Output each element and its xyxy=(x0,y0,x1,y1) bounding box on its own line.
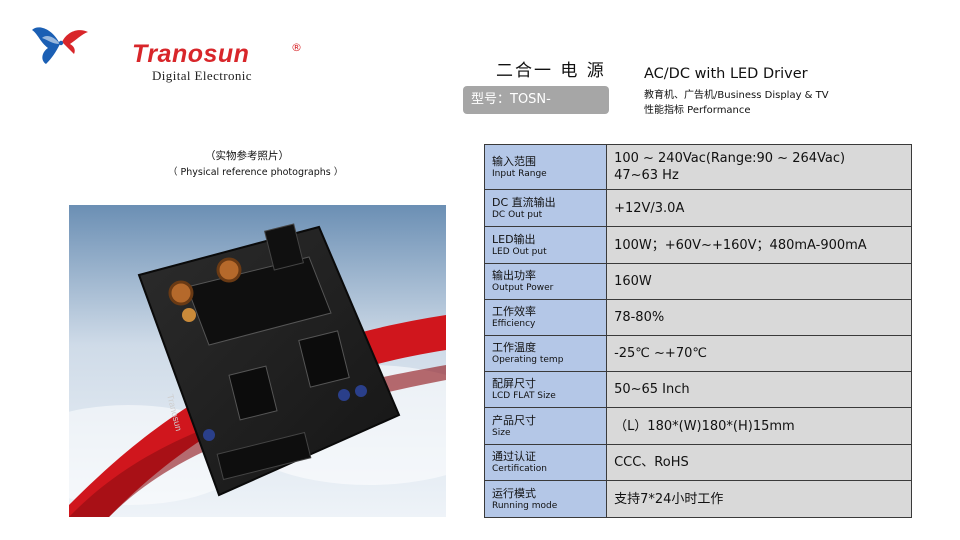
butterfly-logo-icon xyxy=(32,27,88,64)
brand-logo: Tranosun ® Digital Electronic xyxy=(30,20,302,83)
spec-value-line: 78-80% xyxy=(614,310,665,325)
spec-value: 100 ~ 240Vac(Range:90 ~ 264Vac) 47~63 Hz xyxy=(606,144,912,190)
power-board-image: Tranosun xyxy=(69,205,446,517)
spec-label-en: Efficiency xyxy=(492,319,536,329)
spec-label-cn: 产品尺寸 xyxy=(492,413,536,427)
performance-heading: 性能指标 Performance xyxy=(644,105,751,116)
spec-value: +12V/3.0A xyxy=(606,189,912,227)
spec-label-en: Operating temp xyxy=(492,355,564,365)
spec-value-line: 47~63 Hz xyxy=(614,168,679,183)
spec-label-en: LED Out put xyxy=(492,246,547,257)
spec-value-line: 100W；+60V~+160V；480mA-900mA xyxy=(614,237,867,253)
spec-label-cn: LED输出 xyxy=(492,232,536,246)
spec-value-line: +12V/3.0A xyxy=(614,200,685,216)
spec-value: 78-80% xyxy=(606,299,912,336)
spec-label-cn: 输入范围 xyxy=(492,154,536,168)
spec-value-line: 160W xyxy=(614,274,652,289)
model-badge: 型号：TOSN-LD5167P xyxy=(463,86,609,135)
spec-label-cn: DC 直流输出 xyxy=(492,195,556,209)
spec-label-en: DC Out put xyxy=(492,209,543,220)
spec-value: 支持7*24小时工作 xyxy=(606,480,912,518)
photo-caption-en: （ Physical reference photographs ） xyxy=(168,167,344,178)
spec-value-line: （L）180*(W)180*(H)15mm xyxy=(614,418,795,434)
spec-value: 100W；+60V~+160V；480mA-900mA xyxy=(606,226,912,264)
spec-value: 160W xyxy=(606,263,912,300)
spec-label-cn: 工作温度 xyxy=(492,341,536,354)
brand-tagline: Digital Electronic xyxy=(152,68,252,83)
spec-value-line: 50~65 Inch xyxy=(614,382,690,397)
product-photo: Tranosun xyxy=(69,205,446,517)
spec-value-line: CCC、RoHS xyxy=(614,455,689,470)
spec-label-cn: 运行模式 xyxy=(492,486,536,500)
product-application: 教育机、广告机/Business Display & TV xyxy=(644,90,829,101)
product-title: 二合一 电 源 xyxy=(496,61,606,81)
spec-label-cn: 输出功率 xyxy=(492,269,536,282)
registered-mark: ® xyxy=(291,41,302,54)
spec-value-line: 支持7*24小时工作 xyxy=(614,491,724,507)
spec-value: 50~65 Inch xyxy=(606,371,912,408)
spec-label-en: Size xyxy=(492,427,511,438)
product-subtitle: AC/DC with LED Driver xyxy=(644,66,808,82)
spec-value-line: 100 ~ 240Vac(Range:90 ~ 264Vac) xyxy=(614,151,846,166)
spec-value: （L）180*(W)180*(H)15mm xyxy=(606,407,912,445)
spec-value: -25℃ ~+70℃ xyxy=(606,335,912,372)
brand-name: Tranosun xyxy=(132,40,250,68)
spec-value: CCC、RoHS xyxy=(606,444,912,481)
photo-caption-cn: （实物参考照片） xyxy=(205,150,289,162)
spec-label-cn: 配屏尺寸 xyxy=(492,377,536,390)
spec-label-en: LCD FLAT Size xyxy=(492,391,556,401)
spec-label-cn: 工作效率 xyxy=(492,305,536,318)
spec-label-en: Running mode xyxy=(492,500,558,511)
spec-label-en: Certification xyxy=(492,464,547,474)
spec-label-en: Input Range xyxy=(492,168,547,179)
spec-value-line: -25℃ ~+70℃ xyxy=(614,346,707,361)
spec-label-cn: 通过认证 xyxy=(492,450,536,463)
spec-label-en: Output Power xyxy=(492,283,554,293)
